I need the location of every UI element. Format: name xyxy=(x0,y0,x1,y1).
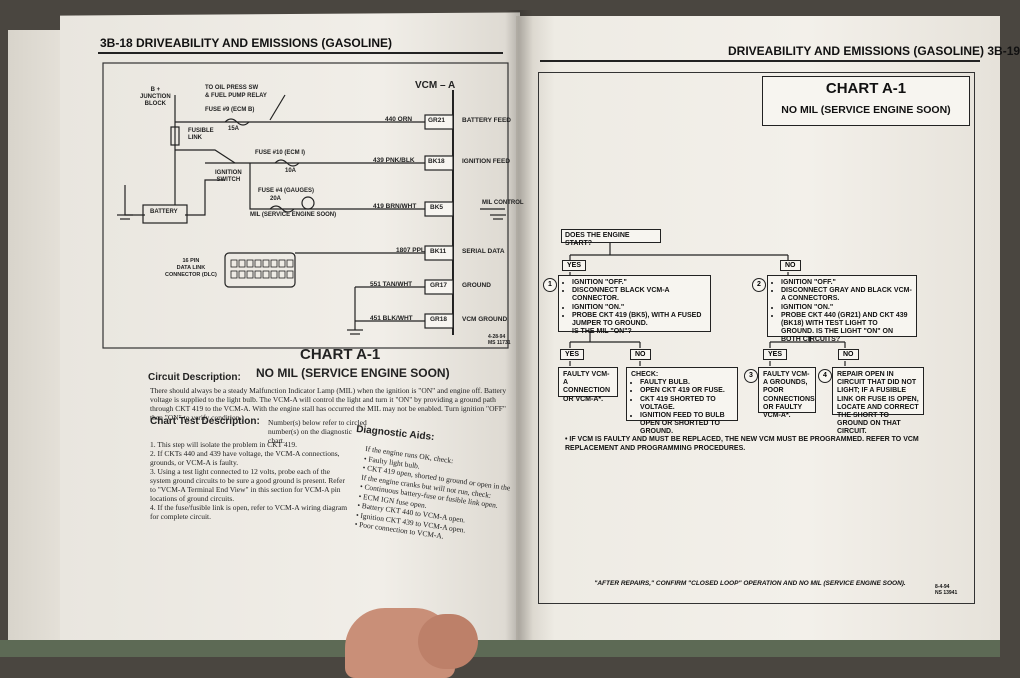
finger xyxy=(418,614,478,669)
pin-label: BK18 xyxy=(428,158,445,165)
after-repairs-note: "AFTER REPAIRS," CONFIRM "CLOSED LOOP" O… xyxy=(594,580,906,587)
test-description-list: 1. This step will isolate the problem in… xyxy=(150,440,350,521)
check-heading: CHECK: xyxy=(631,371,659,378)
left-page-header: 3B-18 DRIVEABILITY AND EMISSIONS (GASOLI… xyxy=(100,36,393,50)
wire-label: 419 BRN/WHT xyxy=(373,203,417,210)
wire-function: MIL CONTROL xyxy=(482,200,524,206)
fuse4-label: FUSE #4 (GAUGES) xyxy=(258,188,315,194)
wiring-diagram xyxy=(102,62,509,349)
book-spine xyxy=(505,10,533,650)
wire-label: 439 PNK/BLK xyxy=(373,157,415,164)
pin-label: GR18 xyxy=(430,316,447,323)
step-1-item: IGNITION "OFF." xyxy=(572,279,706,287)
left-chart-subtitle: NO MIL (SERVICE ENGINE SOON) xyxy=(256,366,450,380)
wire-label: 551 TAN/WHT xyxy=(370,281,413,288)
wire-function: SERIAL DATA xyxy=(462,248,505,255)
step-2-item: IGNITION "ON." xyxy=(781,304,912,312)
step-4-marker: 4 xyxy=(818,369,832,383)
chart-title-box: CHART A-1 NO MIL (SERVICE ENGINE SOON) xyxy=(762,76,970,126)
step-2-marker: 2 xyxy=(752,278,766,292)
photo-scene: 3B-18 DRIVEABILITY AND EMISSIONS (GASOLI… xyxy=(0,0,1000,657)
pin-label: BK11 xyxy=(430,248,447,255)
ignition-switch-label: IGNITION SWITCH xyxy=(215,170,242,183)
test-item: 2. If CKTs 440 and 439 have voltage, the… xyxy=(150,449,340,467)
fuse4-amps: 20A xyxy=(270,196,282,202)
step-3-marker: 3 xyxy=(744,369,758,383)
fusible-link-label: FUSIBLE LINK xyxy=(188,128,214,141)
wire-function: VCM GROUND xyxy=(462,316,508,323)
dlc-label: 16 PIN DATA LINK CONNECTOR (DLC) xyxy=(165,258,217,278)
question-box: DOES THE ENGINE START? xyxy=(561,229,661,247)
test-item: 4. If the fuse/fusible link is open, ref… xyxy=(150,503,348,521)
fuse9-label: FUSE #9 (ECM B) xyxy=(205,107,255,113)
junction-block-label: B + JUNCTION BLOCK xyxy=(140,87,171,107)
step-2-item: PROBE CKT 440 (GR21) AND CKT 439 (BK18) … xyxy=(781,312,912,345)
flowchart-lines xyxy=(569,237,846,366)
step-1-question: IS THE MIL "ON"? xyxy=(572,328,632,336)
yes-tag: YES xyxy=(763,349,788,360)
left-header-rule xyxy=(98,52,503,54)
test-description-intro: Number(s) below refer to circled number(… xyxy=(268,418,367,445)
diagram-footnote: 4-28-94 MS 11731 xyxy=(488,334,511,346)
battery-label: BATTERY xyxy=(150,209,178,215)
right-chart-subtitle: NO MIL (SERVICE ENGINE SOON) xyxy=(781,104,951,116)
check-item: FAULTY BULB. xyxy=(640,379,733,387)
right-chart-title: CHART A-1 xyxy=(825,80,907,97)
wire-function: BATTERY FEED xyxy=(462,117,511,124)
step-4-box: REPAIR OPEN IN CIRCUIT THAT DID NOT LIGH… xyxy=(832,367,924,435)
wire-function: IGNITION FEED xyxy=(462,158,511,165)
pin-label: BK5 xyxy=(430,204,444,211)
test-item: 3. Using a test light connected to 12 vo… xyxy=(150,467,345,503)
yes-tag: YES xyxy=(562,260,587,271)
test-description-heading: Chart Test Description: xyxy=(150,416,260,427)
check-item: CKT 419 SHORTED TO VOLTAGE. xyxy=(640,396,733,412)
step-1-box: IGNITION "OFF." DISCONNECT BLACK VCM-A C… xyxy=(558,275,711,335)
circuit-description-heading: Circuit Description: xyxy=(148,372,241,383)
step-1-marker: 1 xyxy=(543,278,557,292)
faulty-vcm-box: FAULTY VCM-A CONNECTION OR VCM-A*. xyxy=(558,367,618,403)
wire-label: 1807 PPL xyxy=(396,247,425,254)
yes-tag: YES xyxy=(560,349,585,360)
vcm-a-label: VCM – A xyxy=(415,80,456,91)
fuel-pump-label: & FUEL PUMP RELAY xyxy=(205,93,267,99)
left-chart-title: CHART A-1 xyxy=(300,346,381,363)
wire-label: 440 ORN xyxy=(385,116,413,123)
wire-function: GROUND xyxy=(462,282,491,289)
fuse10-amps: 10A xyxy=(285,168,297,174)
wire-label: 451 BLK/WHT xyxy=(370,315,413,322)
fuse10-label: FUSE #10 (ECM I) xyxy=(255,150,306,156)
right-footnote: 8-4-94 NS 13941 xyxy=(935,584,958,596)
step-2-item: DISCONNECT GRAY AND BLACK VCM-A CONNECTO… xyxy=(781,287,912,303)
step-3-box: FAULTY VCM-A GROUNDS, POOR CONNECTIONS O… xyxy=(758,367,816,419)
test-item: 1. This step will isolate the problem in… xyxy=(150,440,298,449)
fuse9-amps: 15A xyxy=(228,126,240,132)
check-item: OPEN CKT 419 OR FUSE. xyxy=(640,387,733,395)
oil-press-label: TO OIL PRESS SW xyxy=(205,85,259,91)
step-1-item: DISCONNECT BLACK VCM-A CONNECTOR. xyxy=(572,287,706,303)
check-box: CHECK: FAULTY BULB. OPEN CKT 419 OR FUSE… xyxy=(626,367,738,435)
mil-label: MIL (SERVICE ENGINE SOON) xyxy=(250,212,337,218)
step-2-item: IGNITION "OFF." xyxy=(781,279,912,287)
step-1-item: IGNITION "ON." xyxy=(572,304,706,312)
right-header-rule xyxy=(540,60,980,62)
check-item: IGNITION FEED TO BULB OPEN OR SHORTED TO… xyxy=(640,412,733,437)
vcm-programming-note: • IF VCM IS FAULTY AND MUST BE REPLACED,… xyxy=(565,436,919,452)
no-tag: NO xyxy=(838,349,859,360)
pin-label: GR17 xyxy=(430,282,447,289)
pin-label: GR21 xyxy=(428,117,445,124)
step-1-item: PROBE CKT 419 (BK5), WITH A FUSED JUMPER… xyxy=(572,312,706,328)
circuit-description-text: There should always be a steady Malfunct… xyxy=(150,386,507,422)
no-tag: NO xyxy=(780,260,801,271)
no-tag: NO xyxy=(630,349,651,360)
table-surface xyxy=(0,640,1000,657)
right-page-header: DRIVEABILITY AND EMISSIONS (GASOLINE) 3B… xyxy=(728,44,1020,58)
step-2-box: IGNITION "OFF." DISCONNECT GRAY AND BLAC… xyxy=(767,275,917,343)
right-chart-frame xyxy=(538,72,975,604)
